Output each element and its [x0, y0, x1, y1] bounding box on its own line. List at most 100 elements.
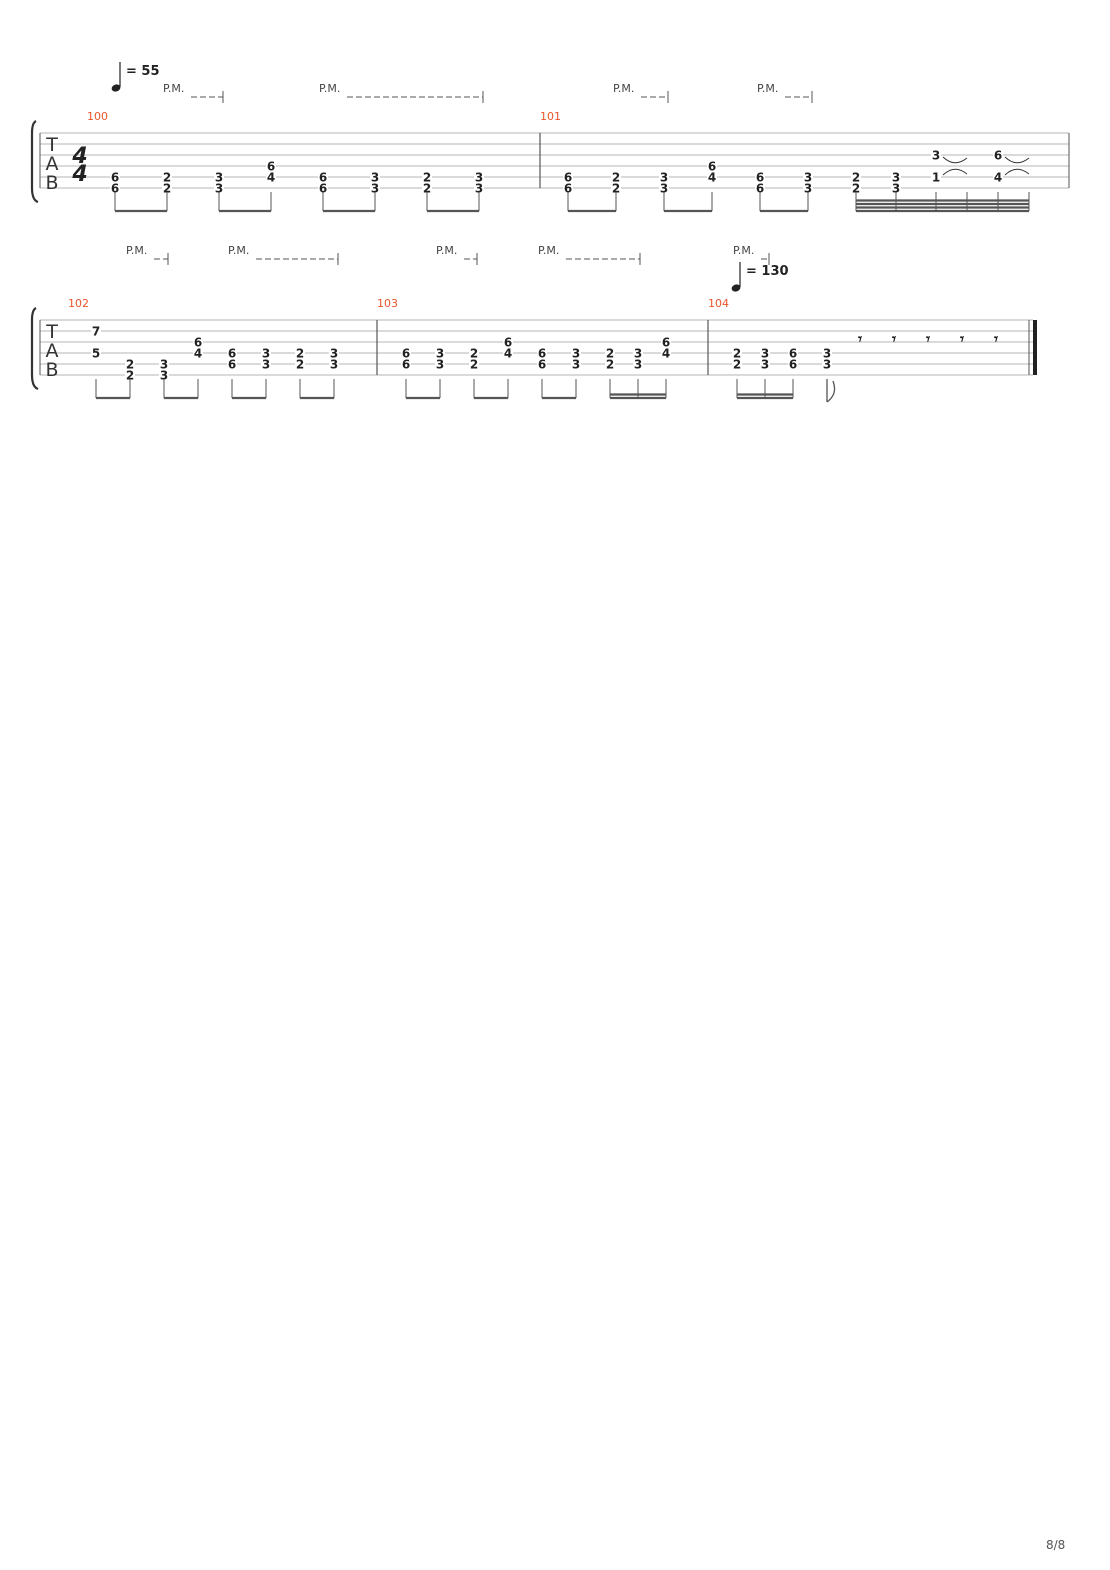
- fret-number: 3: [634, 347, 642, 361]
- fret-number: 2: [126, 358, 134, 372]
- fret-mask: [563, 182, 573, 194]
- fret-mask: [370, 182, 380, 194]
- fret-number: 3: [160, 369, 168, 383]
- fret-mask: [803, 182, 813, 194]
- fret-mask: [227, 347, 237, 359]
- fret-number: 4: [504, 347, 512, 361]
- fret-mask: [422, 171, 432, 183]
- fret-mask: [537, 358, 547, 370]
- fret-number: 3: [215, 182, 223, 196]
- fret-mask: [370, 171, 380, 183]
- fret-mask: [295, 347, 305, 359]
- fret-number: 6: [267, 160, 275, 174]
- fret-number: 6: [538, 358, 546, 372]
- fret-mask: [162, 171, 172, 183]
- fret-number: 3: [761, 358, 769, 372]
- fret-mask: [571, 347, 581, 359]
- tab-clef-letter: A: [46, 340, 59, 362]
- palm-mute-label: P.M.: [733, 244, 754, 257]
- fret-number: 2: [733, 358, 741, 372]
- fret-number: 2: [470, 358, 478, 372]
- fret-mask: [661, 336, 671, 348]
- fret-mask: [214, 171, 224, 183]
- palm-mute-label: P.M.: [163, 82, 184, 95]
- tab-clef-letter: B: [45, 172, 58, 194]
- fret-mask: [605, 347, 615, 359]
- fret-mask: [261, 347, 271, 359]
- fret-mask: [110, 171, 120, 183]
- time-signature-numerator: 4: [71, 144, 87, 169]
- fret-number: 6: [504, 336, 512, 350]
- fret-number: 3: [892, 182, 900, 196]
- fret-mask: [822, 347, 832, 359]
- fret-mask: [707, 160, 717, 172]
- fret-number: 3: [330, 347, 338, 361]
- fret-mask: [732, 358, 742, 370]
- fret-mask: [266, 171, 276, 183]
- fret-mask: [788, 347, 798, 359]
- fret-number: 3: [660, 171, 668, 185]
- fret-mask: [159, 369, 169, 381]
- fret-mask: [993, 149, 1003, 161]
- fret-mask: [91, 347, 101, 359]
- fret-mask: [469, 347, 479, 359]
- fret-number: 3: [436, 358, 444, 372]
- fret-number: 6: [564, 182, 572, 196]
- fret-number: 3: [475, 182, 483, 196]
- fret-mask: [329, 358, 339, 370]
- fret-mask: [162, 182, 172, 194]
- fret-mask: [401, 347, 411, 359]
- fret-number: 3: [371, 171, 379, 185]
- fret-number: 2: [296, 347, 304, 361]
- measure-number: 104: [708, 297, 729, 310]
- palm-mute-label: P.M.: [538, 244, 559, 257]
- fret-number: 4: [994, 171, 1002, 185]
- fret-number: 3: [804, 182, 812, 196]
- final-barline-thick: [1033, 320, 1037, 375]
- tab-clef-letter: A: [46, 153, 59, 175]
- fret-mask: [110, 182, 120, 194]
- fret-mask: [755, 182, 765, 194]
- fret-number: 6: [228, 358, 236, 372]
- fret-mask: [469, 358, 479, 370]
- fret-number: 6: [111, 182, 119, 196]
- fret-mask: [563, 171, 573, 183]
- fret-number: 2: [126, 369, 134, 383]
- palm-mute-label: P.M.: [613, 82, 634, 95]
- fret-mask: [474, 182, 484, 194]
- fret-number: 6: [756, 171, 764, 185]
- fret-number: 4: [662, 347, 670, 361]
- fret-number: 2: [423, 182, 431, 196]
- fret-mask: [401, 358, 411, 370]
- eighth-rest: 𝄾: [959, 330, 964, 348]
- fret-mask: [931, 171, 941, 183]
- fret-mask: [633, 358, 643, 370]
- fret-number: 2: [852, 182, 860, 196]
- fret-number: 6: [402, 347, 410, 361]
- fret-mask: [329, 347, 339, 359]
- fret-number: 2: [423, 171, 431, 185]
- fret-number: 3: [160, 358, 168, 372]
- fret-number: 4: [708, 171, 716, 185]
- fret-number: 2: [852, 171, 860, 185]
- fret-mask: [435, 347, 445, 359]
- fret-number: 3: [330, 358, 338, 372]
- palm-mute-label: P.M.: [126, 244, 147, 257]
- fret-number: 7: [92, 325, 100, 339]
- fret-mask: [91, 325, 101, 337]
- fret-number: 6: [708, 160, 716, 174]
- fret-number: 3: [572, 347, 580, 361]
- fret-number: 3: [761, 347, 769, 361]
- fret-mask: [318, 182, 328, 194]
- eighth-rest: 𝄾: [925, 330, 930, 348]
- palm-mute-label: P.M.: [436, 244, 457, 257]
- fret-mask: [760, 358, 770, 370]
- fret-mask: [193, 336, 203, 348]
- fret-mask: [788, 358, 798, 370]
- fret-number: 6: [756, 182, 764, 196]
- fret-mask: [474, 171, 484, 183]
- fret-mask: [993, 171, 1003, 183]
- fret-number: 6: [319, 182, 327, 196]
- tie-arc: [942, 168, 968, 176]
- fret-mask: [435, 358, 445, 370]
